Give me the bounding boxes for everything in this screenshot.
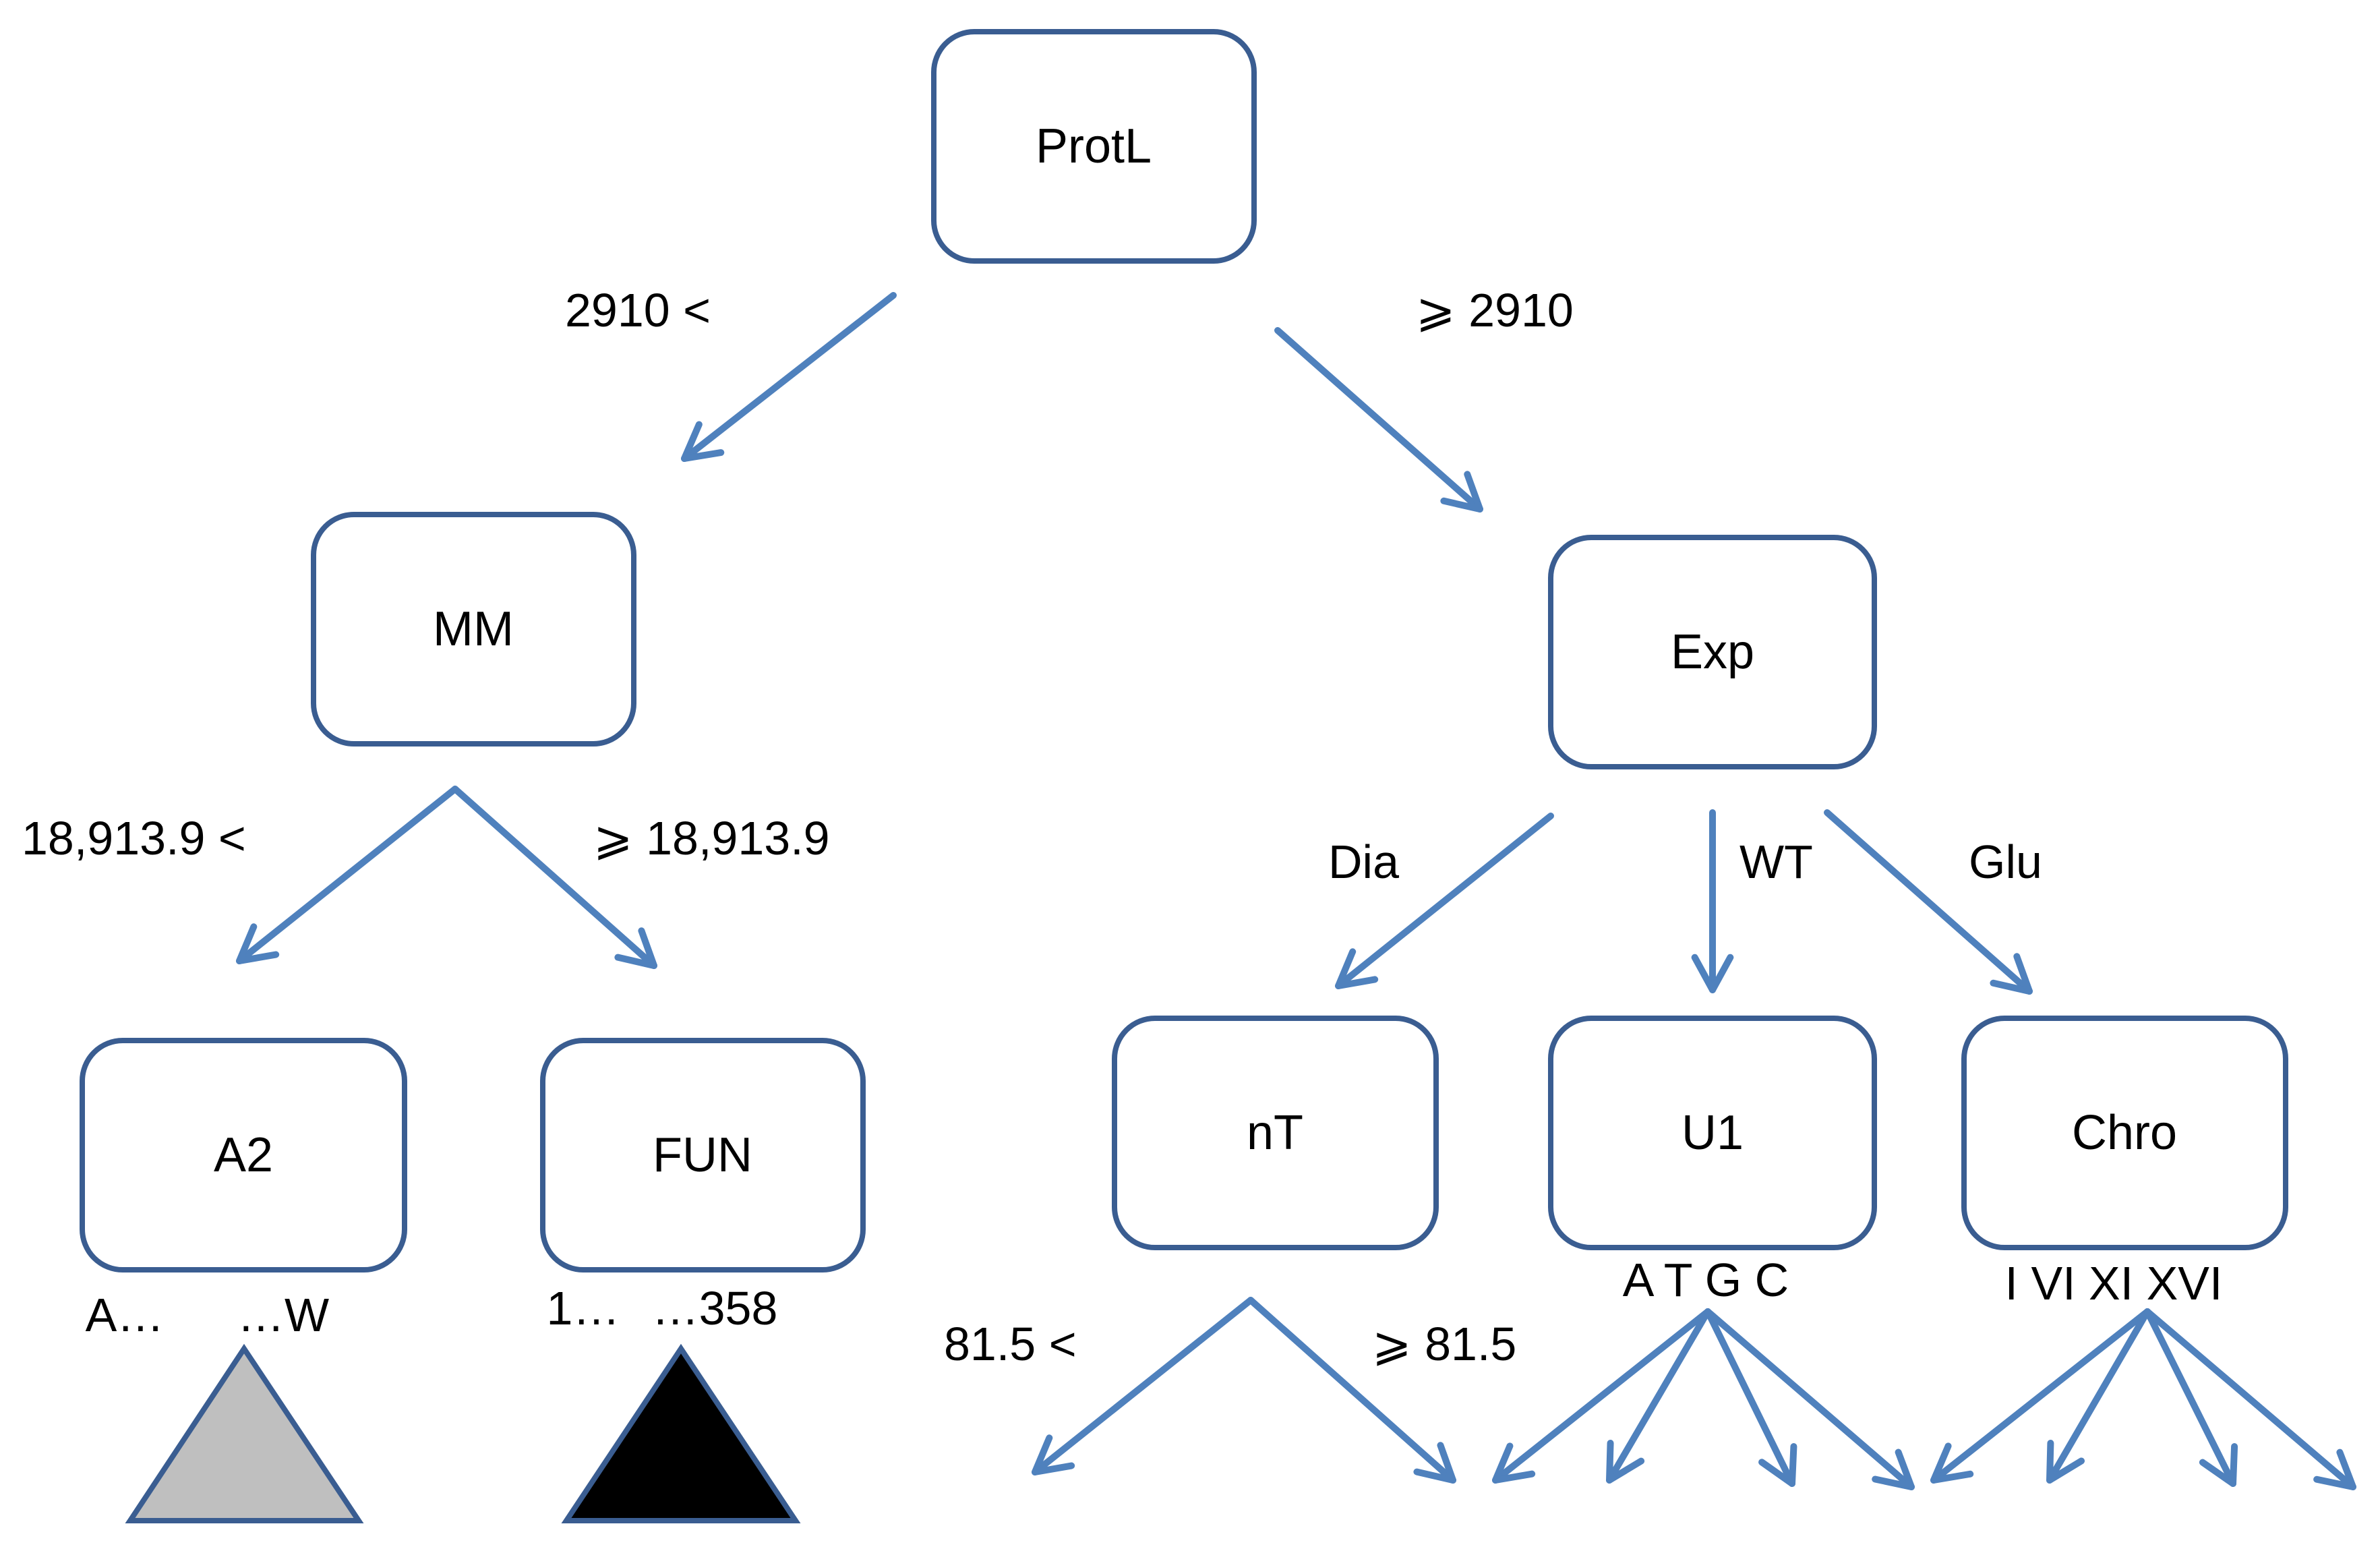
node-exp: Exp (1548, 535, 1877, 769)
arrow-exp-to-nt-head (1335, 948, 1379, 989)
node-u1-box (1548, 1016, 1877, 1250)
node-chro-box (1961, 1016, 2288, 1250)
arrow-u1-to-a (1492, 1308, 1711, 1484)
arrow-exp-to-glu-head (1990, 953, 2033, 995)
arrow-chro-to-xi (2144, 1308, 2238, 1487)
arrow-u1-to-c-head (1872, 1448, 1915, 1490)
arrow-nt-left-head (1032, 1434, 1075, 1475)
arrow-exp-to-glu (1824, 809, 2033, 995)
arrow-u1-to-g-head (1758, 1443, 1797, 1487)
node-chro-label: Chro (2072, 1106, 2177, 1160)
node-nt-label: nT (1247, 1106, 1303, 1160)
node-nt: nT (1112, 1016, 1439, 1250)
arrow-chro-to-vi-shaft (2046, 1308, 2151, 1484)
node-protl-box (931, 29, 1257, 264)
edge-label-mm-left: 18,913.9 < (22, 812, 246, 865)
arrow-u1-to-t (1606, 1308, 1711, 1484)
arrow-exp-to-nt-shaft (1335, 813, 1554, 989)
a2-leaf-triangle-gray (125, 1343, 364, 1523)
arrow-protl-to-mm-shaft (681, 292, 897, 462)
a2-range-start: A… (86, 1289, 165, 1341)
node-a2-label: A2 (214, 1128, 273, 1182)
node-fun-label: FUN (653, 1128, 752, 1182)
node-a2-box (80, 1038, 407, 1272)
arrow-mm-to-a2-shaft (236, 786, 458, 964)
node-mm: MM (311, 512, 636, 747)
arrow-u1-to-g (1704, 1308, 1797, 1487)
edge-label-protl-left: 2910 < (565, 284, 711, 336)
arrow-protl-to-exp-head (1440, 471, 1483, 513)
arrow-u1-to-t-shaft (1606, 1308, 1711, 1484)
edge-label-protl-right: ⩾ 2910 (1416, 284, 1574, 336)
edge-label-exp-wt: WT (1739, 836, 1813, 888)
node-u1-label: U1 (1682, 1106, 1744, 1160)
arrow-mm-to-a2 (236, 786, 458, 964)
arrow-nt-left-shaft (1032, 1297, 1254, 1475)
arrow-exp-to-u1 (1691, 809, 1734, 993)
arrow-chro-to-vi-head (2046, 1440, 2085, 1484)
node-exp-box (1548, 535, 1877, 769)
arrow-nt-right-head (1413, 1442, 1456, 1484)
arrow-mm-to-fun-shaft (452, 786, 657, 969)
arrow-u1-to-g-shaft (1704, 1308, 1795, 1487)
arrow-protl-to-mm (681, 292, 897, 462)
arrow-nt-right (1247, 1297, 1456, 1484)
fun-range-start: 1… (547, 1282, 620, 1335)
chro-values: I VI XI XVI (2005, 1257, 2223, 1310)
node-fun-box (540, 1038, 866, 1272)
arrow-mm-to-fun (452, 786, 657, 969)
node-mm-label: MM (433, 602, 514, 656)
node-exp-label: Exp (1671, 625, 1754, 679)
arrow-u1-to-t-head (1606, 1440, 1645, 1484)
arrow-chro-to-xvi-shaft (2144, 1308, 2356, 1490)
node-nt-box (1112, 1016, 1439, 1250)
a2-range-end: …W (237, 1289, 329, 1341)
edge-label-exp-dia: Dia (1328, 836, 1399, 888)
edge-label-nt-right: ⩾ 81.5 (1372, 1318, 1516, 1370)
arrow-exp-to-nt (1335, 813, 1554, 989)
arrow-u1-to-a-head (1492, 1442, 1536, 1484)
arrow-chro-to-xi-shaft (2144, 1308, 2236, 1487)
arrow-nt-right-shaft (1247, 1297, 1456, 1484)
arrow-protl-to-exp (1274, 327, 1483, 513)
arrow-u1-to-c-shaft (1704, 1308, 1915, 1490)
node-u1: U1 (1548, 1016, 1877, 1250)
arrow-chro-to-xvi (2144, 1308, 2356, 1490)
arrow-u1-to-c (1704, 1308, 1915, 1490)
fun-range-end: …358 (652, 1282, 778, 1335)
node-protl: ProtL (931, 29, 1257, 264)
arrow-mm-to-fun-head (614, 927, 657, 969)
node-a2: A2 (80, 1038, 407, 1272)
arrow-protl-to-mm-head (681, 421, 725, 462)
fun-leaf-triangle-black (561, 1343, 801, 1523)
arrow-chro-to-i (1930, 1308, 2151, 1484)
arrow-chro-to-vi (2046, 1308, 2151, 1484)
arrow-chro-to-i-head (1930, 1442, 1974, 1484)
edge-label-exp-glu: Glu (1969, 836, 2042, 888)
arrow-u1-to-a-shaft (1492, 1308, 1711, 1484)
arrow-protl-to-exp-shaft (1274, 327, 1483, 513)
arrow-mm-to-a2-head (236, 923, 280, 964)
arrow-exp-to-u1-head (1691, 954, 1734, 993)
node-fun: FUN (540, 1038, 866, 1272)
arrow-nt-left (1032, 1297, 1254, 1475)
node-mm-box (311, 512, 636, 747)
node-chro: Chro (1961, 1016, 2288, 1250)
arrow-exp-to-glu-shaft (1824, 809, 2033, 995)
arrow-chro-to-i-shaft (1930, 1308, 2151, 1484)
arrow-chro-to-xvi-head (2313, 1448, 2356, 1490)
edge-label-nt-left: 81.5 < (944, 1318, 1077, 1370)
node-protl-label: ProtL (1036, 119, 1152, 173)
edge-label-mm-right: ⩾ 18,913.9 (593, 812, 830, 865)
u1-values: A T G C (1623, 1254, 1789, 1306)
arrow-chro-to-xi-head (2199, 1443, 2238, 1487)
